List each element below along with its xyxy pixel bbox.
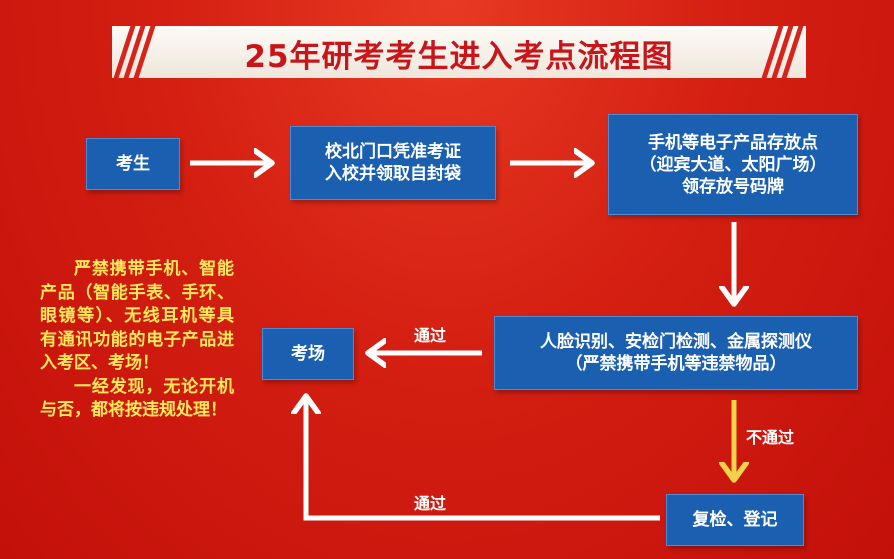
warning-paragraph-2: 一经发现，无论开机与否，都将按违规处理！: [40, 376, 234, 421]
node-storage-line-2: （迎宾大道、太阳广场）: [639, 154, 827, 175]
label-fail: 不通过: [746, 428, 795, 447]
page-title: 25年研考考生进入考点流程图: [244, 38, 674, 75]
node-security-line-2: （严禁携带手机等违禁物品）: [565, 354, 787, 374]
node-student-line-1: 考生: [116, 154, 150, 174]
label-pass-to-room: 通过: [414, 326, 447, 345]
node-recheck: 复检、登记: [666, 494, 804, 546]
node-student: 考生: [86, 138, 180, 190]
node-storage: 手机等电子产品存放点 （迎宾大道、太阳广场） 领存放号码牌: [608, 114, 858, 215]
node-storage-line-3: 领存放号码牌: [682, 176, 784, 197]
warning-notice: 严禁携带手机、智能产品（智能手表、手环、眼镜等）、无线耳机等具有通讯功能的电子产…: [40, 258, 234, 423]
node-storage-line-1: 手机等电子产品存放点: [648, 132, 818, 153]
node-security-line-1: 人脸识别、安检门检测、金属探测仪: [540, 332, 812, 352]
node-security: 人脸识别、安检门检测、金属探测仪 （严禁携带手机等违禁物品）: [494, 316, 858, 390]
node-id-check-line-2: 入校并领取自封袋: [325, 164, 461, 184]
node-id-check: 校北门口凭准考证 入校并领取自封袋: [290, 126, 496, 200]
node-id-check-line-1: 校北门口凭准考证: [325, 142, 461, 162]
node-exam-room: 考场: [262, 328, 354, 380]
label-pass-after-recheck: 通过: [414, 494, 447, 513]
arrow-recheck-to-examroom: [306, 398, 660, 521]
warning-paragraph-1: 严禁携带手机、智能产品（智能手表、手环、眼镜等）、无线耳机等具有通讯功能的电子产…: [40, 259, 234, 373]
node-exam-room-line-1: 考场: [291, 344, 325, 364]
node-recheck-line-1: 复检、登记: [692, 510, 778, 530]
title-banner: 25年研考考生进入考点流程图: [112, 26, 806, 78]
